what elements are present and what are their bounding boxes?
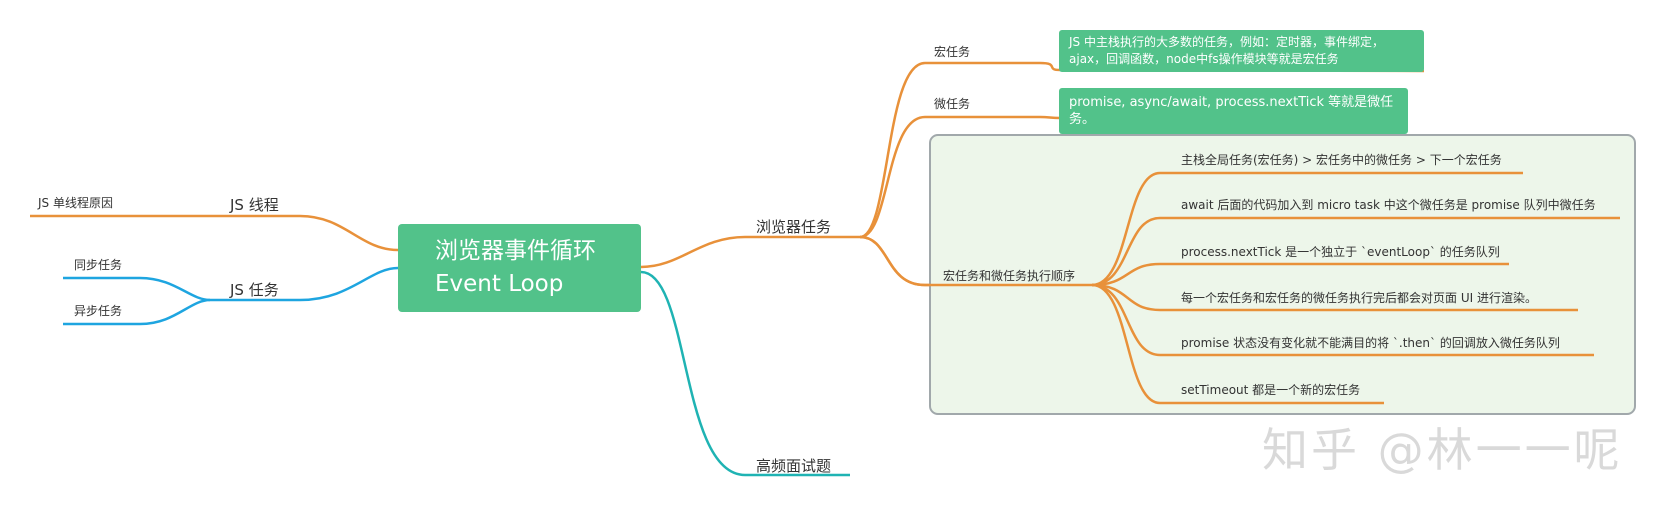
order-item-5[interactable]: promise 状态没有变化就不能满目的将 `.then` 的回调放入微任务队列 [1181, 336, 1560, 350]
order-item-6[interactable]: setTimeout 都是一个新的宏任务 [1181, 383, 1361, 397]
edge-root-browser-task [640, 235, 860, 269]
edge-js-task-sync [63, 276, 211, 302]
node-interview[interactable]: 高频面试题 [756, 457, 832, 475]
edge-browser-micro [859, 115, 1408, 239]
order-group-box [929, 134, 1636, 415]
macro-task-note: JS 中主栈执行的大多数的任务，例如：定时器，事件绑定， ajax，回调函数，n… [1059, 30, 1424, 72]
edge-browser-macro [859, 61, 1425, 239]
node-exec-order[interactable]: 宏任务和微任务执行顺序 [943, 269, 1076, 283]
watermark: 知乎 @林一一呢 [1262, 423, 1623, 477]
edge-root-js-task [210, 266, 399, 302]
order-item-4[interactable]: 每一个宏任务和宏任务的微任务执行完后都会对页面 UI 进行渲染。 [1181, 291, 1537, 305]
node-async-task[interactable]: 异步任务 [74, 304, 123, 318]
macro-note-line2: ajax，回调函数，node中fs操作模块等就是宏任务 [1069, 52, 1339, 66]
root-title-line2: Event Loop [435, 271, 564, 297]
micro-task-note: promise, async/await, process.nextTick 等… [1059, 88, 1408, 134]
node-micro-task[interactable]: 微任务 [934, 97, 971, 111]
edge-js-task-async [63, 298, 211, 326]
node-js-thread[interactable]: JS 线程 [230, 196, 279, 214]
node-js-single-thread-reason[interactable]: JS 单线程原因 [38, 196, 113, 210]
order-item-3[interactable]: process.nextTick 是一个独立于 `eventLoop` 的任务队… [1181, 245, 1500, 259]
macro-note-line1: JS 中主栈执行的大多数的任务，例如：定时器，事件绑定， [1069, 35, 1384, 49]
node-sync-task[interactable]: 同步任务 [74, 258, 123, 272]
edge-root-js-thread [30, 214, 399, 252]
root-node[interactable]: 浏览器事件循环 Event Loop [398, 224, 641, 312]
root-title-line1: 浏览器事件循环 [435, 238, 596, 264]
node-macro-task[interactable]: 宏任务 [934, 45, 971, 59]
order-item-1[interactable]: 主栈全局任务(宏任务) > 宏任务中的微任务 > 下一个宏任务 [1181, 153, 1502, 167]
node-browser-task[interactable]: 浏览器任务 [756, 218, 832, 236]
node-js-task[interactable]: JS 任务 [230, 281, 279, 299]
edge-root-interview [640, 270, 850, 477]
order-item-2[interactable]: await 后面的代码加入到 micro task 中这个微任务是 promis… [1181, 198, 1596, 212]
